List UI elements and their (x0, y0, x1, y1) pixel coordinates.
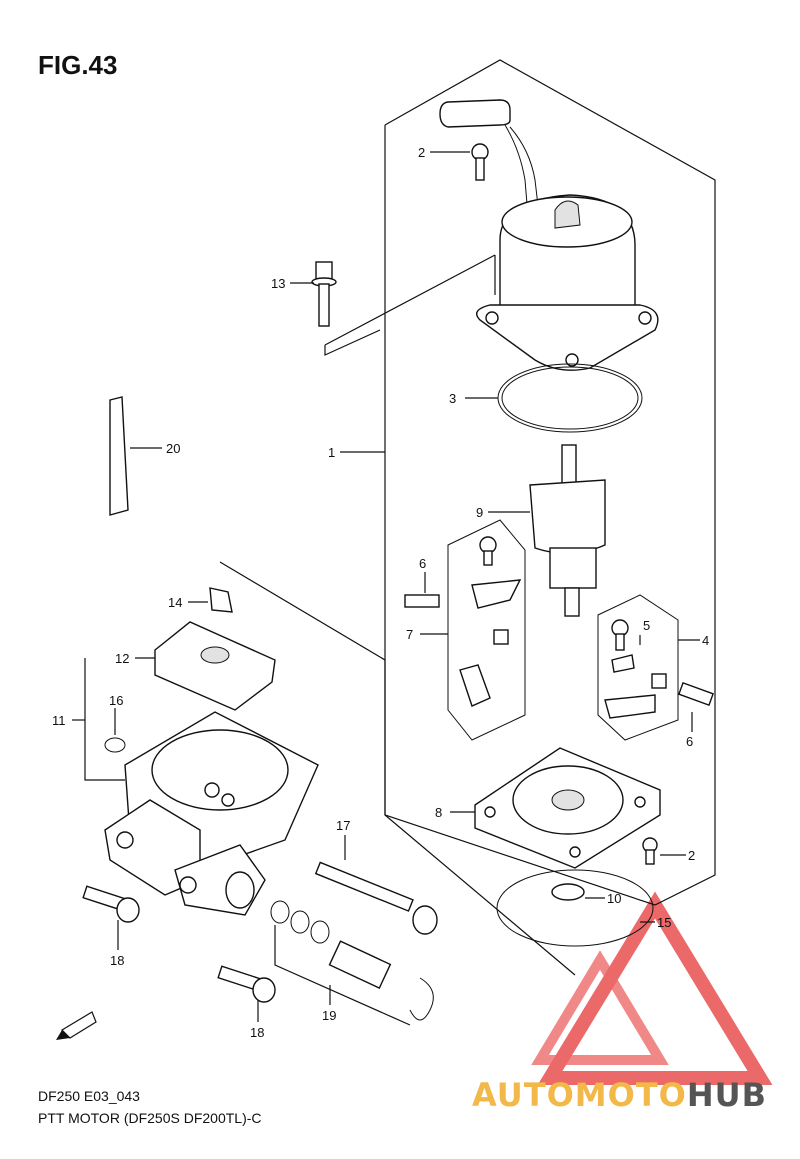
callout-18-upper: 18 (110, 953, 124, 968)
seal-10 (551, 883, 585, 901)
figure-title: FIG.43 (38, 50, 118, 80)
plate-13-hole (200, 646, 230, 664)
leader-12-bracket (84, 658, 125, 781)
watermark-brand-part2: HUB (686, 1076, 768, 1114)
screw-top (471, 143, 489, 181)
callout-2-bottom: 2 (688, 848, 695, 863)
callout-17: 17 (336, 818, 350, 833)
bolt-11 (311, 261, 337, 327)
bolt-leader-line (324, 254, 496, 346)
callout-6-right: 6 (686, 734, 693, 749)
pin-14 (209, 587, 233, 613)
brush-holder-group-4 (597, 594, 679, 741)
automotohub-logo-icon (531, 891, 773, 1085)
brush-holder-group-7 (447, 519, 526, 741)
callout-4: 4 (702, 633, 709, 648)
spring-6-right (678, 681, 714, 707)
callout-5: 5 (643, 618, 650, 633)
o-ring-3 (497, 363, 643, 433)
brush-holder-4 (604, 619, 667, 719)
pump-leader-line-2 (384, 814, 576, 976)
strap-20 (109, 396, 129, 516)
callout-12: 11 (52, 713, 66, 728)
callout-15: 15 (657, 915, 671, 930)
callout-11: 13 (271, 276, 285, 291)
plate-13 (154, 621, 276, 711)
fwd-arrow-icon (56, 1011, 97, 1040)
o-ring-15 (496, 869, 654, 947)
callout-6-left: 6 (419, 556, 426, 571)
watermark-brand-part1: AUTOMOTO (472, 1076, 687, 1114)
callout-1: 1 (328, 445, 335, 460)
callout-18-lower: 18 (250, 1025, 264, 1040)
watermark-brand: AUTOMOTOHUB (472, 1076, 767, 1114)
callout-2-top: 2 (418, 145, 425, 160)
leader-19-bracket (274, 925, 411, 1026)
end-cap-8 (474, 747, 661, 869)
bolt-18-upper (82, 885, 140, 923)
callout-10: 10 (607, 891, 621, 906)
bolt-18-lower (217, 965, 276, 1003)
pump-leader-line (219, 561, 386, 815)
figure-description: PTT MOTOR (DF250S DF200TL)-C (38, 1110, 262, 1126)
callout-19: 19 (322, 1008, 336, 1023)
figure-code: DF250 E03_043 (38, 1088, 140, 1104)
callout-16: 16 (109, 693, 123, 708)
motor-housing (439, 99, 659, 371)
callout-8: 8 (435, 805, 442, 820)
bolt-17 (314, 861, 438, 935)
spring-6-left (404, 594, 440, 608)
callout-7: 7 (406, 627, 413, 642)
screw-bottom (642, 837, 658, 865)
dashed-leader (324, 329, 381, 356)
callout-13: 12 (115, 651, 129, 666)
callout-9: 9 (476, 505, 483, 520)
valve-19 (270, 900, 434, 1021)
callout-14: 14 (168, 595, 182, 610)
armature-9 (529, 444, 606, 617)
pump-body (104, 711, 319, 916)
o-ring-3-inner (501, 366, 639, 430)
callout-3: 3 (449, 391, 456, 406)
callout-20: 20 (166, 441, 180, 456)
ring-16 (104, 737, 126, 753)
brush-holder-7 (459, 536, 522, 707)
